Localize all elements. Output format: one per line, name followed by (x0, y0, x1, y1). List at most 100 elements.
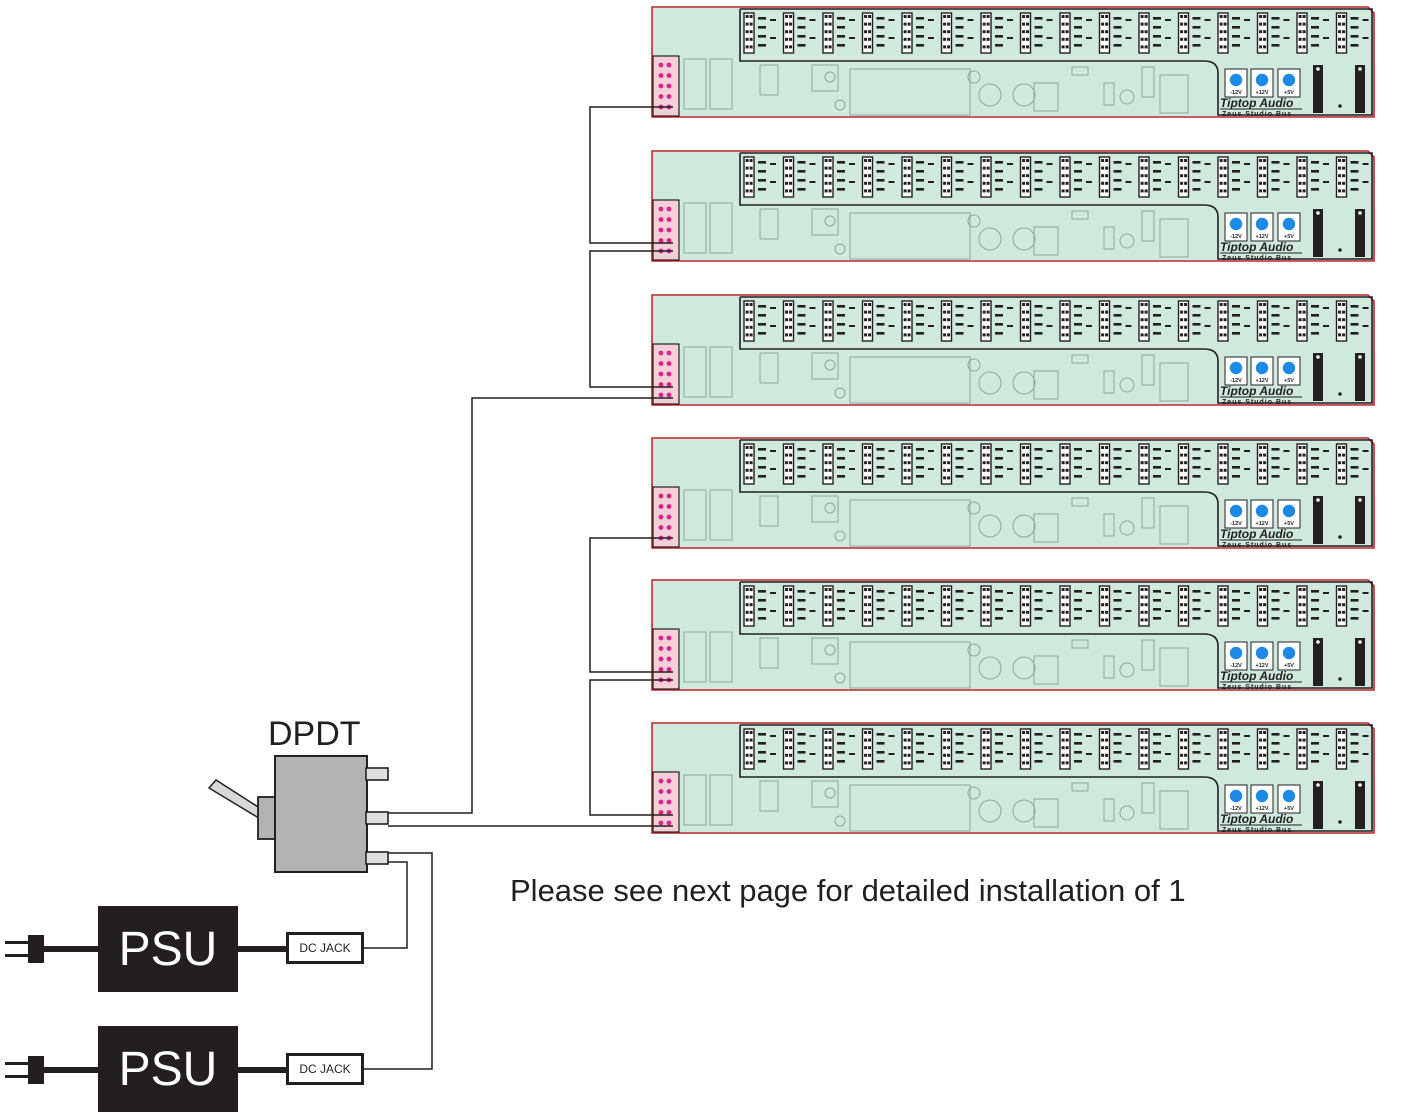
connector-pin (1223, 753, 1227, 757)
connector-pin (1180, 753, 1184, 757)
connector-pin (785, 181, 789, 185)
smd-mark (1007, 181, 1013, 183)
connector-pin (1184, 22, 1188, 26)
smd-mark (758, 305, 766, 308)
connector-pin (1342, 476, 1346, 480)
ic-chip (1313, 496, 1323, 544)
connector-pin (1101, 15, 1105, 18)
connector-pin (1065, 595, 1069, 599)
smd-mark (1086, 307, 1092, 309)
smd-mark (1074, 733, 1082, 736)
connector-pin (1338, 595, 1342, 599)
connector-pin (1026, 30, 1030, 34)
connector-pin (903, 761, 907, 765)
smd-mark (1232, 751, 1240, 754)
connector-pin (1144, 189, 1148, 193)
rail-voltage-label: -12V (1230, 663, 1242, 669)
smd-mark (1074, 179, 1082, 182)
smd-mark (758, 617, 766, 620)
connector-pin (1263, 746, 1267, 750)
smd-mark (888, 19, 895, 21)
smd-mark (876, 742, 885, 745)
smd-mark (1311, 188, 1319, 191)
connector-pin (745, 181, 749, 185)
component-outline (1071, 497, 1089, 507)
header-pin (666, 238, 672, 243)
connector-pin (1101, 453, 1105, 457)
connector-pin (1259, 37, 1263, 41)
connector-pin (789, 166, 793, 170)
smd-mark (928, 592, 934, 594)
connector-pin (749, 166, 753, 170)
bus-connector (1059, 585, 1071, 627)
smd-mark (1244, 37, 1250, 39)
connector-pin (947, 476, 951, 480)
connector-pin (1298, 303, 1302, 306)
connector-pin (864, 37, 868, 41)
smd-mark (1232, 466, 1240, 469)
smd-mark (1074, 305, 1082, 308)
component-outline (811, 64, 839, 92)
connector-pin (749, 618, 753, 622)
connector-pin (864, 746, 868, 750)
connector-pin (1302, 37, 1306, 41)
smd-mark (995, 742, 1003, 745)
rail-voltage-label: +12V (1256, 378, 1269, 384)
smd-mark (1007, 468, 1013, 470)
header-pin (666, 656, 672, 662)
psu-box-1: PSU (98, 906, 238, 992)
smd-mark (1311, 751, 1319, 754)
connector-pin (1144, 595, 1148, 599)
connector-pin (1184, 588, 1188, 591)
connector-pin (828, 303, 832, 306)
smd-mark (849, 610, 855, 612)
smd-mark (955, 590, 964, 593)
connector-pin (1184, 603, 1188, 607)
connector-pin (986, 325, 990, 329)
connector-pin (1219, 310, 1223, 314)
bus-connector (861, 12, 874, 54)
connector-pin (1026, 189, 1030, 193)
smd-mark (849, 735, 855, 737)
smd-mark (928, 610, 934, 612)
bus-connector (861, 300, 874, 342)
smd-mark (995, 448, 1003, 451)
connector-pin (1223, 174, 1227, 178)
connector-pin (903, 461, 907, 465)
smd-mark (888, 735, 895, 737)
connector-pin (1105, 731, 1109, 734)
connector-pin (1105, 189, 1109, 193)
smd-mark (1153, 760, 1161, 763)
smd-mark (1311, 599, 1319, 602)
ic-notch (1316, 355, 1320, 359)
smd-mark (1125, 468, 1132, 470)
connector-pin (1259, 303, 1263, 306)
connector-pin (864, 15, 868, 18)
connector-pin (745, 159, 749, 162)
component-outline (834, 243, 846, 255)
bus-connector (1098, 300, 1111, 342)
smd-mark (809, 37, 816, 39)
ic-notch (1358, 355, 1362, 359)
connector-pin (1061, 325, 1065, 329)
connector-pin (1219, 318, 1223, 322)
connector-pin (1259, 159, 1263, 162)
connector-pin (986, 746, 990, 750)
smd-mark (1204, 610, 1211, 612)
connector-pin (903, 15, 907, 18)
connector-pin (1144, 618, 1148, 622)
connector-pin (1184, 595, 1188, 599)
ic-notch (1316, 640, 1320, 644)
power-led (1229, 73, 1243, 87)
connector-pin (1144, 610, 1148, 614)
connector-pin (1140, 30, 1144, 34)
smd-mark (1350, 475, 1359, 478)
connector-pin (903, 45, 907, 49)
connector-pin (903, 37, 907, 41)
connector-pin (1184, 318, 1188, 322)
rail-voltage-label: +5V (1284, 90, 1294, 96)
connector-pin (947, 446, 951, 449)
connector-pin (1338, 159, 1342, 162)
connector-pin (982, 189, 986, 193)
connector-pin (828, 461, 832, 465)
